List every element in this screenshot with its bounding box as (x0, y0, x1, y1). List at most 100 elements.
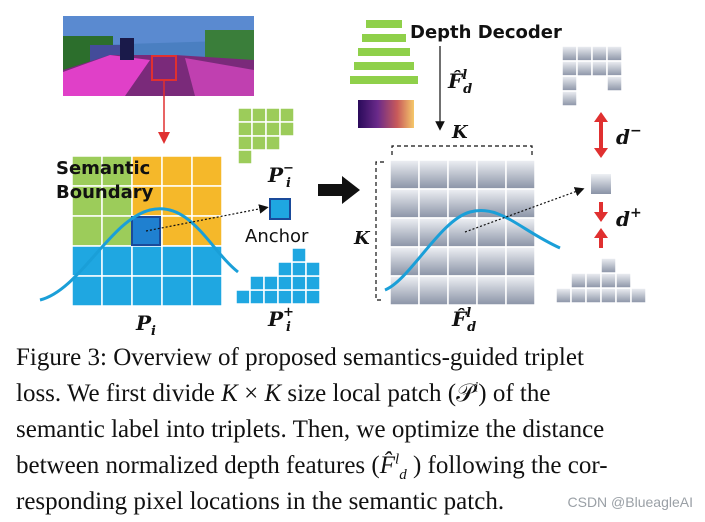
negative-depth-patch (561, 45, 623, 107)
depth-curve (384, 209, 561, 292)
depth-cell (476, 188, 507, 219)
negative-cell (265, 135, 281, 151)
figure-diagram: Semantic Boundary Pi P−i Anchor P+i Dept… (39, 16, 647, 339)
watermark: CSDN @BlueagleAI (567, 494, 694, 510)
depth-cell (447, 159, 478, 190)
negative-depth-cell (606, 60, 623, 77)
depth-feature-grid (389, 159, 536, 306)
positive-patch (235, 247, 321, 305)
label-d-minus: d− (616, 123, 642, 149)
depth-cell (389, 275, 420, 306)
negative-cell (237, 121, 253, 137)
label-depth-decoder: Depth Decoder (410, 22, 562, 43)
positive-depth-cell (570, 287, 587, 304)
label-boundary: Boundary (56, 182, 154, 203)
semantic-cell (191, 215, 223, 247)
semantic-cell (71, 215, 103, 247)
depth-cell (505, 275, 536, 306)
k-bracket-top (391, 145, 533, 155)
negative-cell (251, 135, 267, 151)
semantic-cell (101, 245, 133, 277)
positive-depth-cell (615, 287, 632, 304)
caption-line-5: responding pixel locations in the semant… (16, 488, 505, 515)
negative-cell (265, 107, 281, 123)
semantic-curve (39, 207, 239, 302)
semantic-cell (191, 275, 223, 307)
label-p-plus: P+i (267, 305, 294, 335)
positive-depth-cell (600, 272, 617, 289)
positive-cell (291, 261, 307, 277)
positive-cell (249, 289, 265, 305)
positive-cell (277, 261, 293, 277)
depth-cell (476, 246, 507, 277)
depth-cell (389, 217, 420, 248)
negative-cell (237, 149, 253, 165)
label-d-plus: d+ (616, 205, 642, 231)
depth-map-image (358, 100, 414, 128)
positive-cell (249, 275, 265, 291)
depth-cell (389, 246, 420, 277)
positive-depth-patch (555, 257, 647, 304)
depth-cell (418, 275, 449, 306)
label-p-i: Pi (135, 311, 156, 339)
caption-line-2: loss. We first divide K × K size local p… (16, 379, 551, 407)
anchor-pointer (145, 204, 269, 232)
depth-cell (389, 159, 420, 190)
d-plus-arrows (594, 202, 608, 248)
positive-depth-cell (585, 272, 602, 289)
positive-depth-cell (555, 287, 572, 304)
positive-cell (305, 261, 321, 277)
depth-cell (505, 159, 536, 190)
semantic-cell (161, 215, 193, 247)
d-minus-arrow (594, 112, 608, 158)
label-semantic: Semantic (56, 158, 150, 179)
negative-patch (237, 107, 295, 165)
semantic-cell (191, 155, 223, 187)
caption-line-1: Figure 3: Overview of proposed semantics… (16, 344, 584, 371)
positive-depth-cell (585, 287, 602, 304)
depth-cell (447, 246, 478, 277)
semantic-cell (101, 275, 133, 307)
label-k-left: K (353, 228, 371, 249)
positive-cell (291, 289, 307, 305)
positive-cell (235, 289, 251, 305)
negative-depth-cell (606, 75, 623, 92)
semantic-cell (161, 245, 193, 277)
anchor-square (269, 198, 291, 220)
negative-cell (251, 107, 267, 123)
negative-cell (279, 121, 295, 137)
negative-depth-cell (561, 45, 578, 62)
negative-cell (237, 107, 253, 123)
semantic-cell (161, 275, 193, 307)
positive-depth-cell (615, 272, 632, 289)
negative-cell (279, 107, 295, 123)
caption-line-3: semantic label into triplets. Then, we o… (16, 416, 605, 443)
anchor-depth-cell (591, 174, 611, 194)
negative-depth-cell (561, 90, 578, 107)
depth-cell (418, 159, 449, 190)
semantic-cell (191, 245, 223, 277)
k-bracket-left (375, 161, 384, 301)
depth-cell (389, 188, 420, 219)
positive-cell (305, 289, 321, 305)
semantic-cell (131, 155, 163, 187)
semantic-cell (161, 155, 193, 187)
semantic-cell (71, 275, 103, 307)
depth-decoder-icon (350, 20, 418, 84)
figure-caption: Figure 3: Overview of proposed semantics… (16, 340, 692, 520)
depth-cell (505, 246, 536, 277)
label-anchor: Anchor (245, 226, 309, 247)
negative-depth-cell (591, 45, 608, 62)
positive-depth-cell (600, 287, 617, 304)
negative-cell (251, 121, 267, 137)
positive-cell (277, 289, 293, 305)
depth-cell (476, 159, 507, 190)
caption-line-4: between normalized depth features (F̂ld … (16, 451, 608, 483)
negative-depth-cell (606, 45, 623, 62)
depth-cell (418, 188, 449, 219)
segmentation-image (63, 16, 254, 96)
positive-depth-cell (570, 272, 587, 289)
transition-arrow (318, 176, 360, 204)
